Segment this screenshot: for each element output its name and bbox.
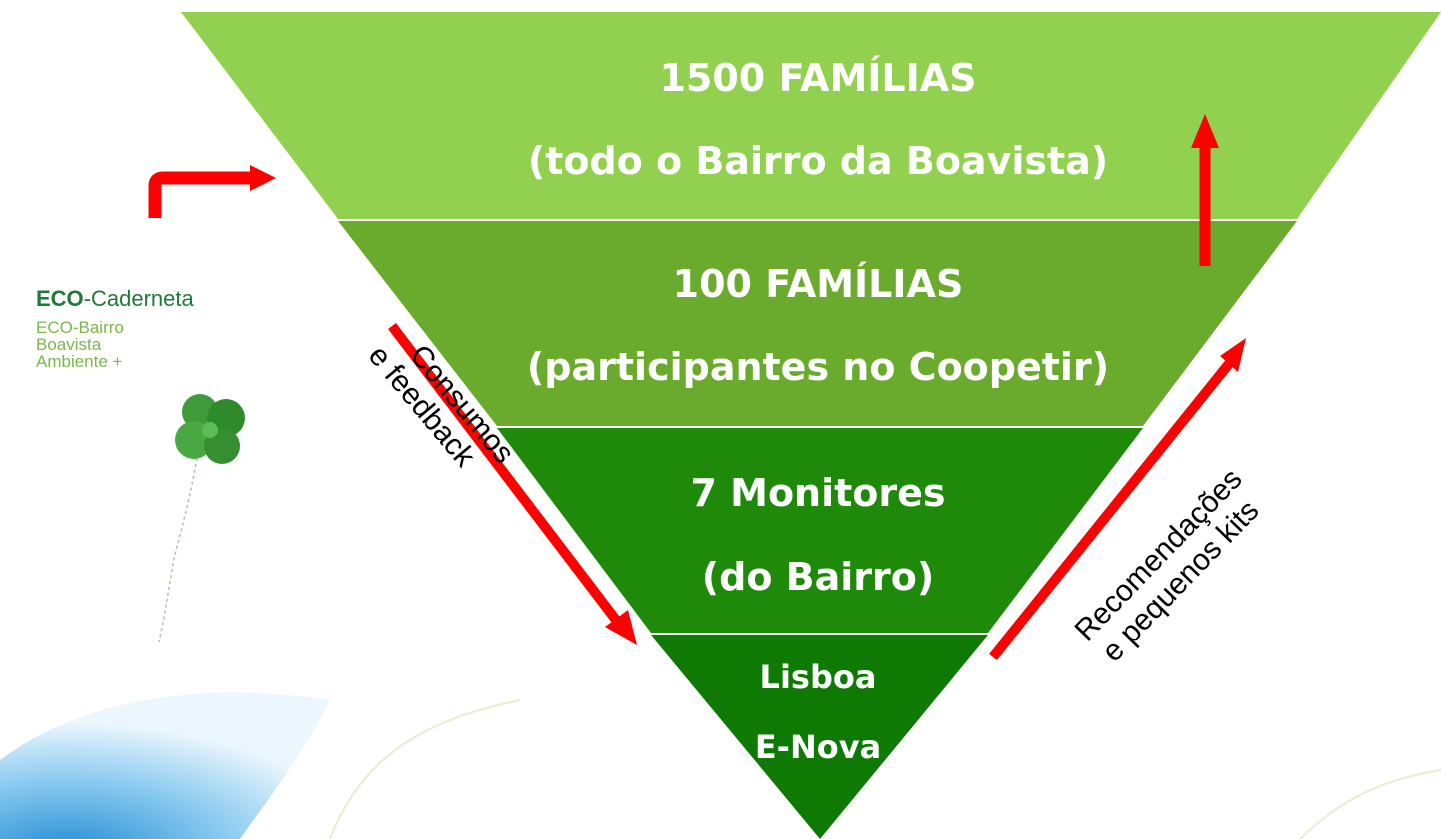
tier-4-title: Lisboa <box>760 658 877 696</box>
tier-2-subtitle: (participantes no Coopetir) <box>527 345 1109 389</box>
background-faint-curve-2 <box>1299 769 1441 839</box>
bent-arrow-into-pyramid <box>148 171 252 218</box>
eco-title-bold: ECO <box>36 286 84 311</box>
tier-1-title: 1500 FAMÍLIAS <box>659 56 976 100</box>
tier-1-subtitle: (todo o Bairro da Boavista) <box>528 139 1108 183</box>
eco-caderneta-title: ECO-Caderneta <box>36 286 194 312</box>
background-faint-curve <box>329 699 521 839</box>
tier-4-band <box>651 635 988 839</box>
tier-3-subtitle: (do Bairro) <box>702 555 935 599</box>
diagonal-up-arrow-head <box>1220 338 1246 372</box>
right-arrow-label-group: Recomendações e pequenos kits <box>1068 463 1265 669</box>
eco-caderneta-subtitle: ECO-Bairro Boavista Ambiente + <box>36 319 196 370</box>
eco-caderneta-card: ECO-Caderneta ECO-Bairro Boavista Ambien… <box>14 258 272 642</box>
diagonal-up-arrow-shaft <box>989 356 1236 661</box>
eco-subtitle-line-3: Ambiente + <box>36 352 123 371</box>
eco-title-rest: -Caderneta <box>83 286 194 311</box>
four-leaf-clover-icon <box>158 394 245 642</box>
tier-2-title: 100 FAMÍLIAS <box>673 262 964 306</box>
down-arrow-shaft <box>388 322 626 632</box>
background-blue-swoosh <box>0 692 330 839</box>
tier-4-subtitle: E-Nova <box>755 728 881 766</box>
tier-3-title: 7 Monitores <box>690 471 945 515</box>
tier-3-band <box>497 428 1143 633</box>
eco-subtitle-line-1: ECO-Bairro <box>36 318 124 337</box>
tier-2-band <box>338 221 1297 426</box>
eco-subtitle-line-2: Boavista <box>36 335 102 354</box>
up-arrow-right-head <box>1191 114 1219 148</box>
bent-arrow-head <box>250 165 276 191</box>
down-arrow-head <box>605 610 637 645</box>
tier-1-band <box>181 12 1441 219</box>
